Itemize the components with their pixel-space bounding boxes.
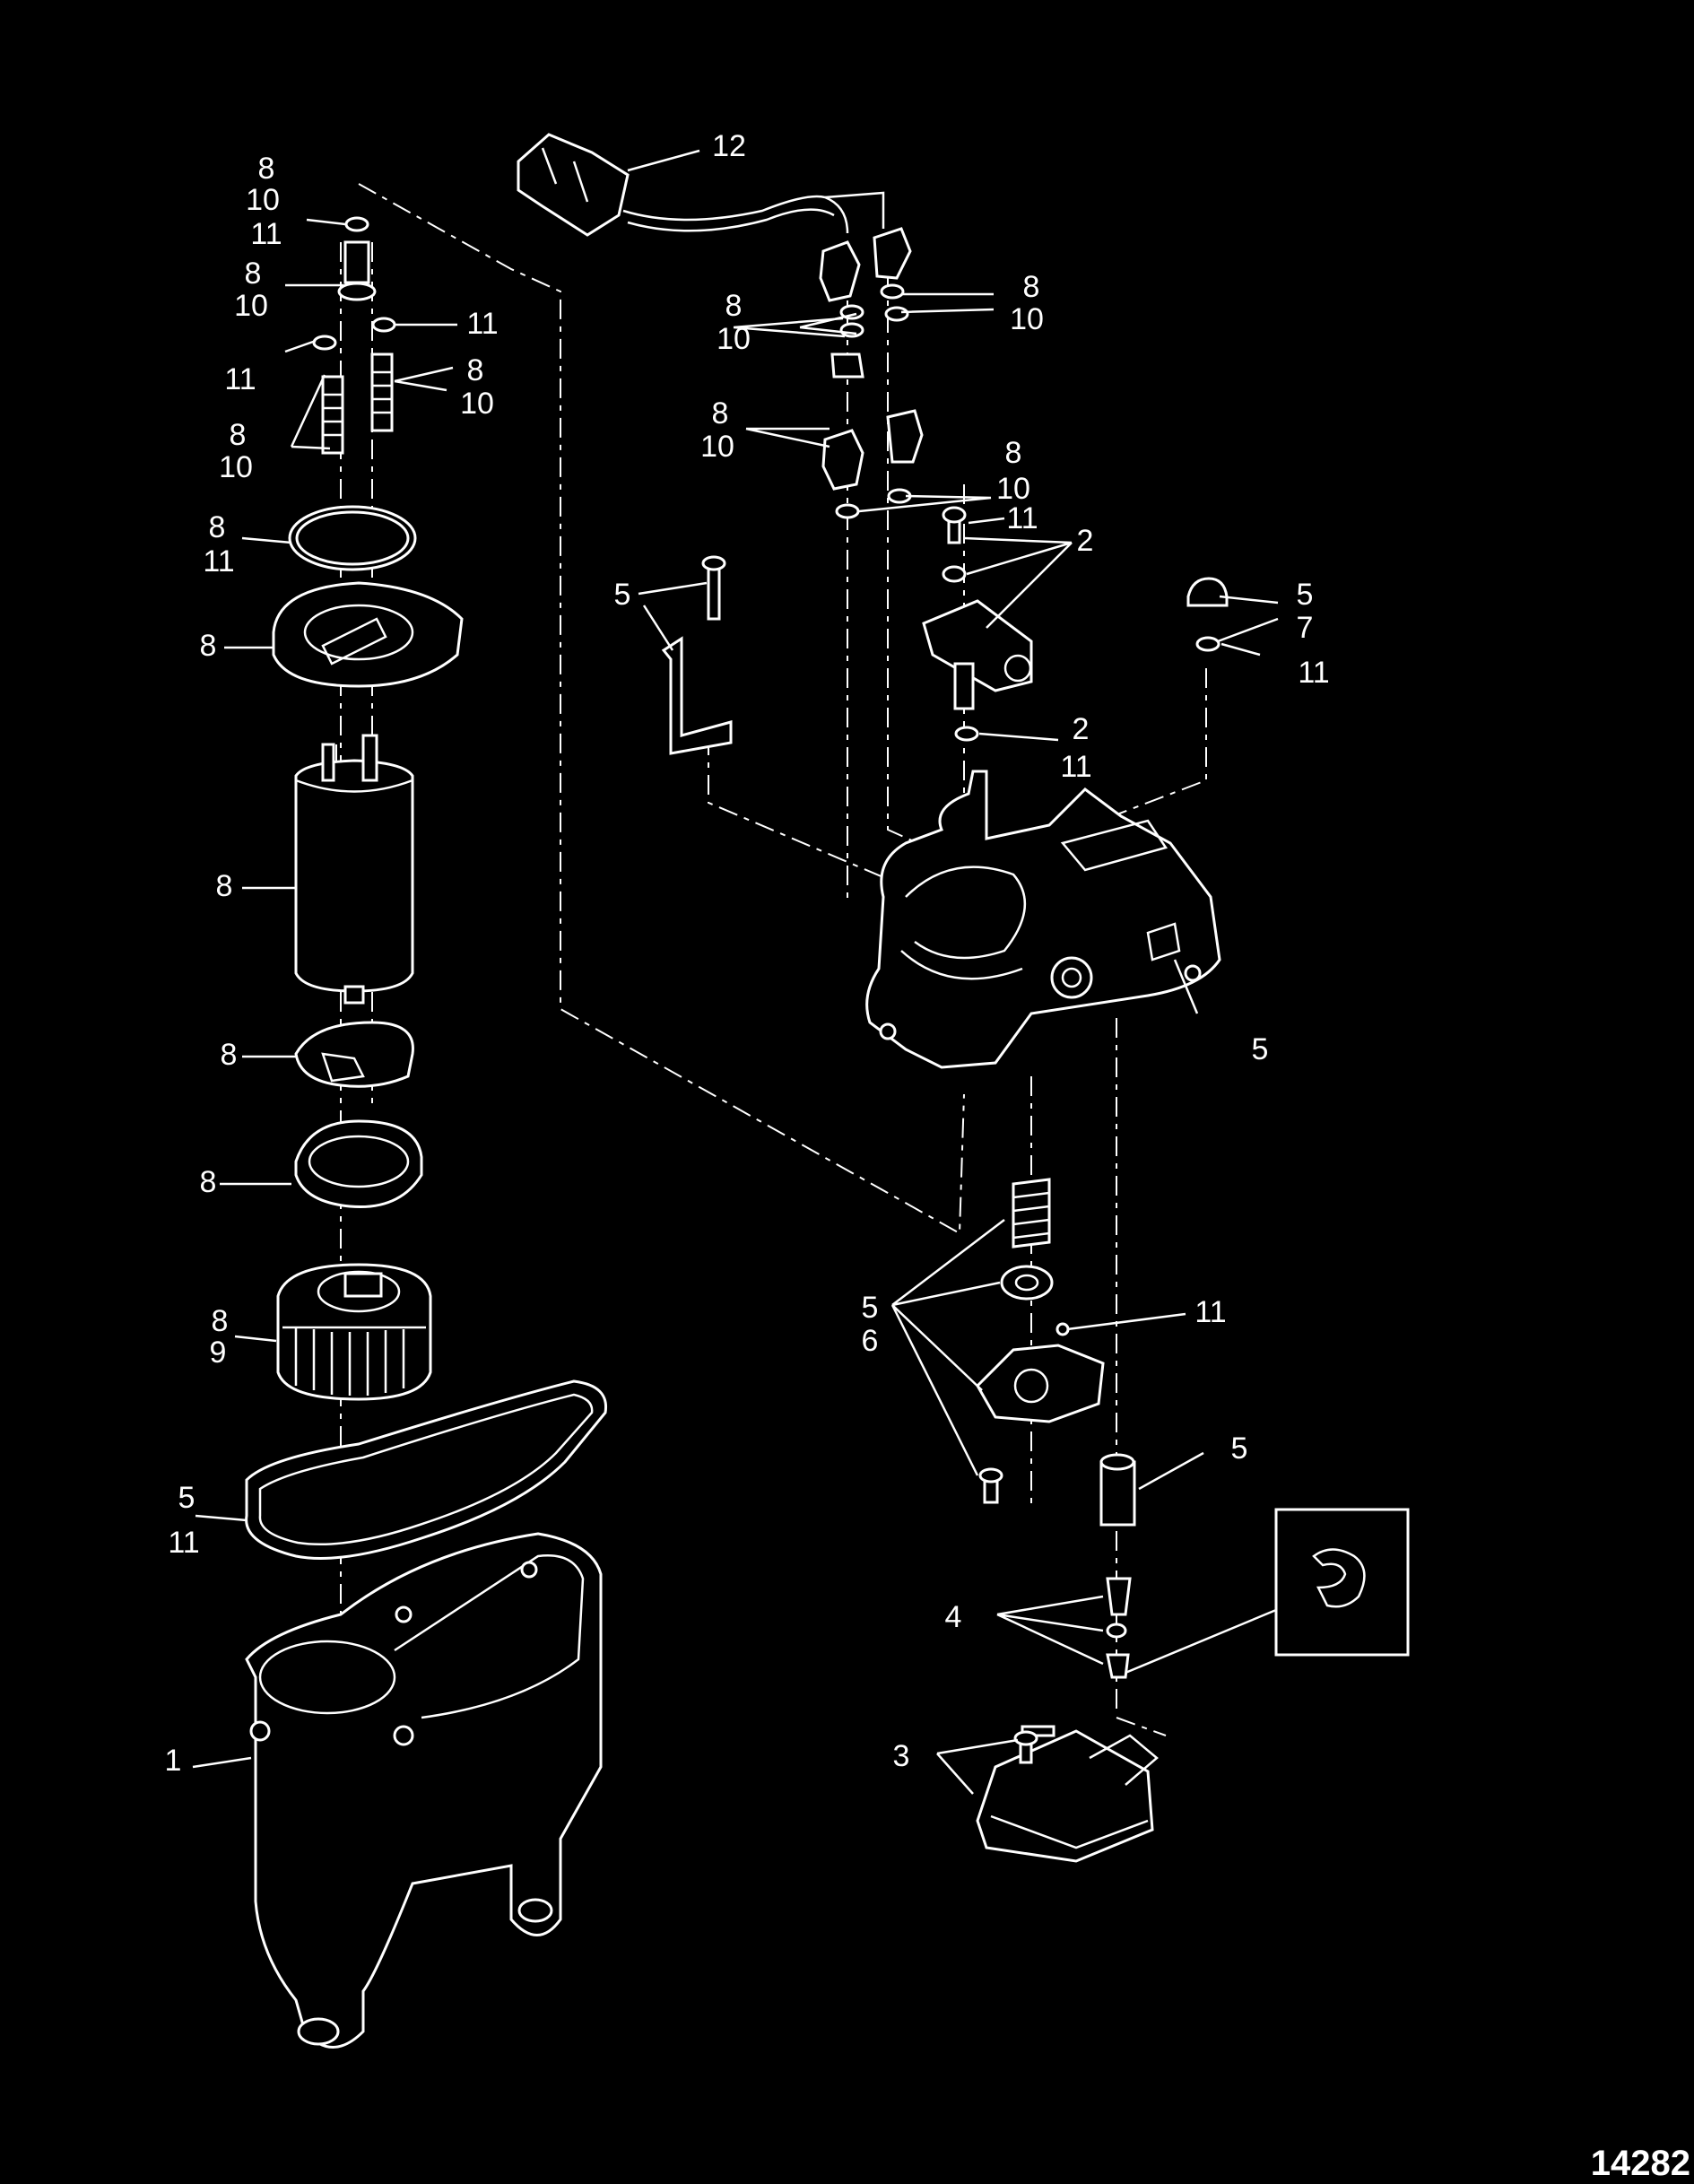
callout-label: 8 [216, 869, 233, 903]
fuel-cooler-assembly-parts [245, 216, 608, 2049]
callout-label: 8 [467, 353, 484, 387]
leader-lines [192, 149, 1279, 1795]
callout-label: 5 [1297, 578, 1314, 612]
callout-label: 8 [712, 396, 729, 431]
callout-label: 11 [168, 1526, 199, 1560]
callout-label: 11 [466, 307, 498, 341]
callout-label: 5 [614, 578, 631, 612]
callout-label: 3 [893, 1739, 910, 1773]
callout-label: 10 [996, 472, 1030, 506]
callout-label: 2 [1077, 524, 1094, 558]
callout-label: 5 [862, 1291, 879, 1325]
callout-label: 8 [230, 418, 247, 452]
callout-label: 10 [219, 450, 253, 484]
callout-label: 5 [178, 1481, 195, 1515]
callout-label: 8 [212, 1304, 229, 1338]
callout-label: 11 [224, 362, 256, 396]
callout-label: 5 [1231, 1431, 1248, 1466]
callout-label: 8 [1023, 270, 1040, 304]
callout-label: 8 [221, 1038, 238, 1072]
callout-label: 11 [1060, 750, 1091, 784]
callout-label: 10 [234, 289, 268, 323]
callout-label: 10 [1010, 302, 1044, 336]
callout-label: 8 [725, 289, 743, 323]
callout-label: 10 [460, 387, 494, 421]
callout-label: 4 [945, 1600, 962, 1634]
callout-label: 11 [1194, 1295, 1226, 1329]
callout-label: 11 [1006, 501, 1038, 535]
callout-label: 10 [246, 183, 280, 217]
callout-label: 8 [258, 152, 275, 186]
callout-label: 8 [1005, 436, 1022, 470]
callout-label: 6 [862, 1324, 879, 1358]
callout-label: 2 [1073, 712, 1090, 746]
callout-label: 8 [245, 257, 262, 291]
callout-label: 8 [200, 1165, 217, 1199]
callout-label: 12 [712, 129, 746, 163]
callout-label: 8 [200, 629, 217, 663]
callout-label: 7 [1297, 611, 1314, 645]
pump-body-parts [517, 133, 1410, 1863]
callout-label: 11 [1298, 656, 1329, 690]
callout-label: 10 [700, 430, 734, 464]
callout-labels: 8 10 11 8 10 11 11 8 10 8 10 8 11 8 8 8 … [165, 129, 1330, 1778]
figure-number: 14282 [1591, 2144, 1690, 2183]
callout-label: 10 [717, 322, 751, 356]
inset-detail-box [1274, 1508, 1410, 1657]
callout-label: 11 [250, 217, 282, 251]
callout-label: 11 [203, 544, 234, 579]
callout-label: 9 [210, 1336, 227, 1370]
callout-label: 8 [209, 510, 226, 544]
callout-label: 1 [165, 1744, 182, 1778]
callout-label: 5 [1252, 1032, 1269, 1066]
